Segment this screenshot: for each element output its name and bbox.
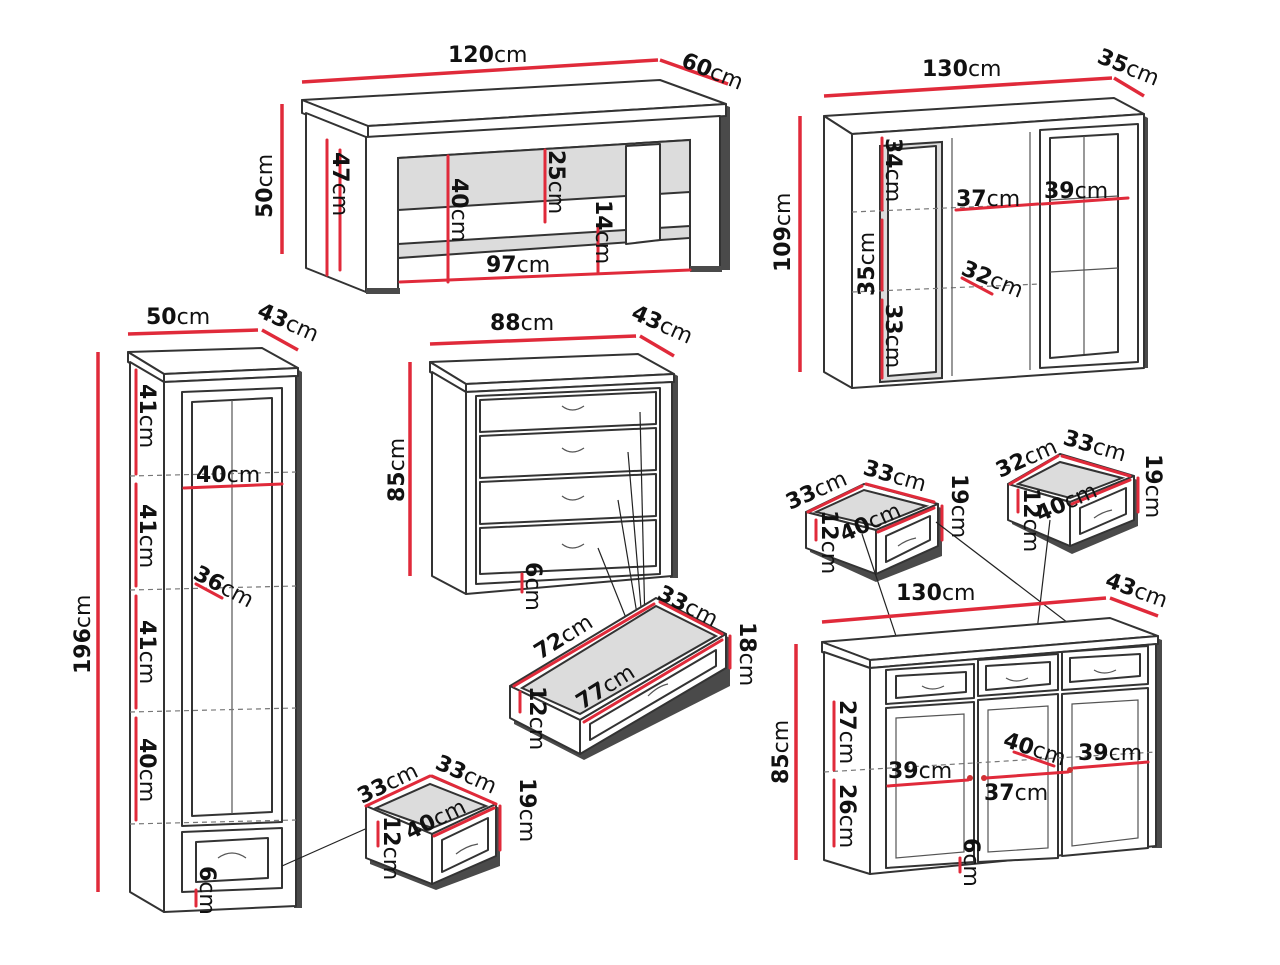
- wall-cabinet-inner-width-right-label: 39cm: [1044, 179, 1108, 204]
- coffee-table-top-gap-label: 25cm: [543, 150, 568, 214]
- sideboard-upper-section-label: 27cm: [834, 700, 859, 764]
- wall-cabinet: 130cm 35cm 109cm 34cm 35cm 33cm 37cm 39c…: [771, 44, 1163, 389]
- coffee-table-inner-height-label: 47cm: [327, 152, 352, 216]
- wall-cabinet-section-mid-label: 35cm: [855, 232, 880, 296]
- tall-cabinet-plinth-label: 6cm: [194, 866, 219, 915]
- sideboard-height-label: 85cm: [769, 720, 794, 784]
- sideboard-width-label: 130cm: [896, 581, 975, 606]
- sideboard-drawer-right-height-label: 19cm: [1140, 454, 1165, 518]
- tall-cabinet-inner-width-label: 40cm: [196, 463, 260, 488]
- chest-depth-label: 43cm: [628, 301, 697, 350]
- tall-cabinet-shelf-1-label: 41cm: [134, 384, 159, 448]
- wall-cabinet-inner-width-left-label: 37cm: [956, 187, 1020, 212]
- coffee-table-inner-width-label: 97cm: [486, 253, 550, 278]
- chest-drawer: 72cm 33cm 18cm 12cm 77cm: [509, 581, 759, 760]
- tall-cabinet-shelf-3-label: 41cm: [134, 620, 159, 684]
- tall-cabinet-width-label: 50cm: [146, 305, 210, 330]
- sideboard-inner-right-label: 39cm: [1078, 741, 1142, 766]
- tall-cabinet-drawer: 33cm 33cm 19cm 12cm 40cm: [281, 751, 539, 890]
- tall-cabinet-shelf-4-label: 40cm: [134, 738, 159, 802]
- chest-plinth-label: 6cm: [520, 562, 545, 611]
- coffee-table: 120cm 60cm 50cm 47cm 40cm 25cm 14cm 97cm: [253, 43, 747, 294]
- coffee-table-width-label: 120cm: [448, 43, 527, 68]
- chest-width-label: 88cm: [490, 311, 554, 336]
- wall-cabinet-width-label: 130cm: [922, 57, 1001, 82]
- chest-of-drawers: 88cm 43cm 85cm 6cm: [385, 301, 697, 669]
- chest-drawer-inner-height-label: 12cm: [524, 686, 549, 750]
- coffee-table-height-label: 50cm: [253, 154, 278, 218]
- coffee-table-depth-label: 60cm: [678, 48, 747, 95]
- tall-drawer-inner-height-label: 12cm: [378, 816, 403, 880]
- chest-height-label: 85cm: [385, 438, 410, 502]
- sideboard-lower-section-label: 26cm: [834, 784, 859, 848]
- sideboard-plinth-label: 6cm: [958, 838, 983, 887]
- sideboard-drawer-left-height-label: 19cm: [946, 474, 971, 538]
- wall-cabinet-section-top-label: 34cm: [880, 138, 905, 202]
- tall-drawer-height-label: 19cm: [514, 778, 539, 842]
- coffee-table-shelf-gap-label: 40cm: [446, 178, 471, 242]
- tall-cabinet-height-label: 196cm: [71, 595, 96, 674]
- sideboard-drawer-left-inner-height-label: 12cm: [816, 510, 841, 574]
- sideboard-drawer-right-inner-height-label: 12cm: [1018, 488, 1043, 552]
- tall-cabinet-shelf-2-label: 41cm: [134, 504, 159, 568]
- tall-cabinet-depth-label: 43cm: [254, 299, 323, 348]
- sideboard: 130cm 43cm 85cm 27cm 26cm 39cm 39cm 37cm…: [769, 568, 1171, 887]
- wall-cabinet-section-bottom-label: 33cm: [880, 304, 905, 368]
- coffee-table-shelf-height-label: 14cm: [590, 200, 615, 264]
- wall-cabinet-height-label: 109cm: [771, 193, 796, 272]
- sideboard-inner-center-label: 37cm: [984, 781, 1048, 806]
- chest-drawer-height-label: 18cm: [734, 622, 759, 686]
- sideboard-inner-left-label: 39cm: [888, 759, 952, 784]
- tall-cabinet: 50cm 43cm 196cm 41cm 41cm 41cm 40cm 40cm…: [71, 299, 322, 915]
